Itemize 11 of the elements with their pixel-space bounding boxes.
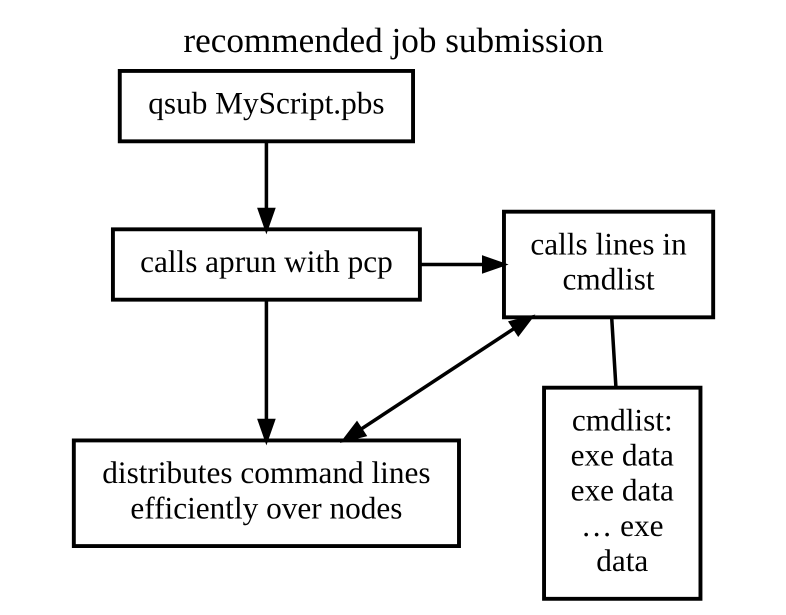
arrow xyxy=(256,300,276,446)
node-box: distributes command lines efficiently over nodes xyxy=(71,438,460,548)
node-box: qsub MyScript.pbs xyxy=(117,68,414,144)
node-box: calls aprun with pcp xyxy=(110,227,422,302)
connector xyxy=(609,317,618,388)
arrow xyxy=(256,142,276,234)
node-box: calls lines in cmdlist xyxy=(502,210,715,320)
arrow xyxy=(420,255,508,274)
arrow xyxy=(339,314,535,444)
node-box: cmdlist: exe data exe data … exe data xyxy=(542,386,702,601)
diagram-title: recommended job submission xyxy=(182,21,604,60)
